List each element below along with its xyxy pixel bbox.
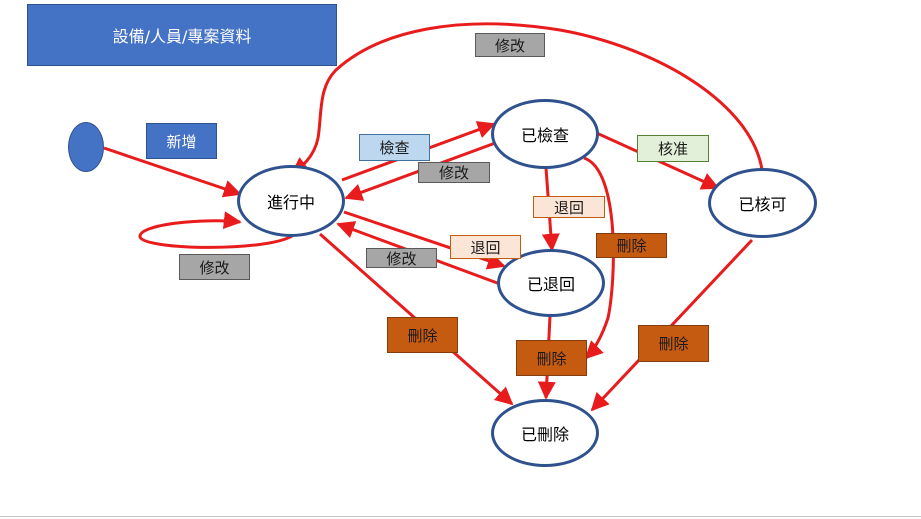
label-check: 檢查 — [359, 134, 430, 161]
label-modify-checked: 修改 — [418, 162, 490, 183]
label-delete-returned: 刪除 — [516, 340, 587, 376]
label-modify-self: 修改 — [179, 254, 250, 280]
state-returned: 已退回 — [497, 249, 605, 317]
start-node — [68, 122, 104, 172]
arrow-in-progress-self-loop — [138, 211, 293, 249]
bottom-divider — [0, 516, 921, 517]
arrow-checked-to-deleted — [583, 156, 615, 360]
label-delete-in-progress: 刪除 — [387, 317, 458, 353]
state-approved: 已核可 — [708, 168, 817, 238]
arrow-approved-to-in-progress — [290, 22, 764, 176]
state-in-progress: 進行中 — [237, 165, 345, 237]
label-add: 新增 — [146, 123, 217, 159]
state-checked: 已檢查 — [491, 99, 599, 169]
state-deleted: 已刪除 — [491, 399, 599, 467]
arrow-start-to-in-progress — [103, 146, 242, 198]
label-return-from-in-progress: 退回 — [450, 235, 521, 259]
label-delete-approved: 刪除 — [638, 325, 709, 362]
diagram-title: 設備/人員/專案資料 — [27, 4, 337, 66]
label-modify-top: 修改 — [475, 33, 545, 57]
label-approve: 核准 — [637, 135, 709, 162]
label-modify-returned: 修改 — [366, 248, 437, 268]
label-delete-checked: 刪除 — [596, 233, 667, 258]
label-return-from-checked: 退回 — [533, 196, 605, 218]
